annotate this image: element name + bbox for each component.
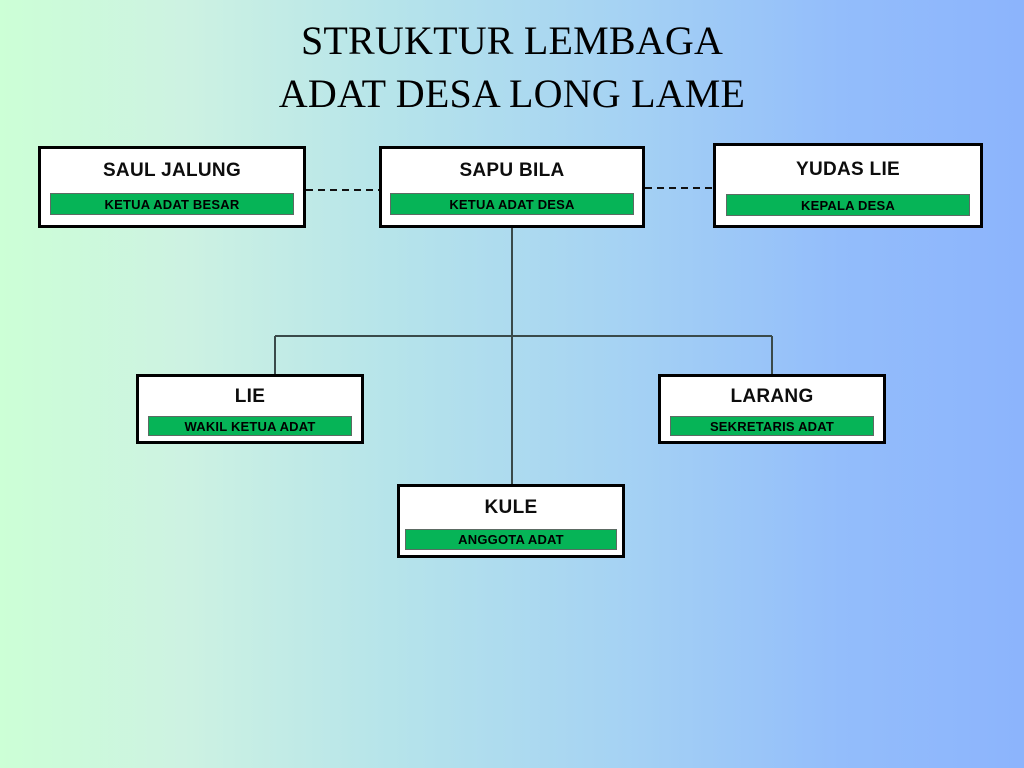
node-role-badge: WAKIL KETUA ADAT (148, 416, 352, 436)
org-node-lie[interactable]: LIE WAKIL KETUA ADAT (136, 374, 364, 444)
node-role-badge: KETUA ADAT DESA (390, 193, 634, 215)
node-name: KULE (484, 497, 538, 518)
org-node-saul-jalung[interactable]: SAUL JALUNG KETUA ADAT BESAR (38, 146, 306, 228)
page-title: STRUKTUR LEMBAGA ADAT DESA LONG LAME (278, 18, 746, 116)
node-role-badge: ANGGOTA ADAT (405, 529, 617, 550)
org-node-larang[interactable]: LARANG SEKRETARIS ADAT (658, 374, 886, 444)
node-name: SAUL JALUNG (102, 160, 242, 181)
node-name: YUDAS LIE (795, 159, 901, 180)
org-node-yudas-lie[interactable]: YUDAS LIE KEPALA DESA (713, 143, 983, 228)
node-role-badge: KEPALA DESA (726, 194, 970, 216)
node-role-badge: KETUA ADAT BESAR (50, 193, 294, 215)
node-name: SAPU BILA (459, 160, 565, 181)
node-name: LIE (234, 386, 266, 407)
org-node-sapu-bila[interactable]: SAPU BILA KETUA ADAT DESA (379, 146, 645, 228)
node-role-badge: SEKRETARIS ADAT (670, 416, 874, 436)
node-name: LARANG (730, 386, 814, 407)
org-node-kule[interactable]: KULE ANGGOTA ADAT (397, 484, 625, 558)
